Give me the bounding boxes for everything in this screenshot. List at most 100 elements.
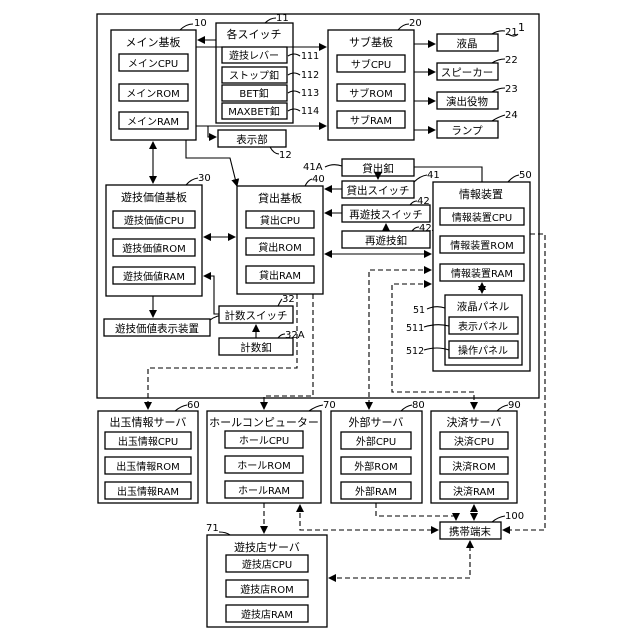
output-server-rom-label: 出玉情報ROM [116,460,179,473]
main-board-ref: 10 [194,18,207,29]
sub-ram-label: サブRAM [350,114,392,127]
output-server-cpu-label: 出玉情報CPU [118,435,178,448]
effect-device-label: 演出役物 [446,95,488,108]
maxbet-button-ref: 114 [301,106,319,117]
operation-panel-ref: 512 [406,346,424,357]
lamp-label: ランプ [451,125,483,137]
lending-board-ref: 40 [312,174,325,185]
operation-panel-label: 操作パネル [458,344,508,357]
output-server-ref: 60 [187,400,200,411]
lending-ram-label: 貸出RAM [259,269,301,282]
info-device-cpu-label: 情報装置CPU [452,211,512,224]
display-panel-label: 表示パネル [458,320,508,333]
lending-rom-label: 貸出ROM [258,241,301,254]
external-ram-label: 外部RAM [355,485,397,498]
lcd-ref: 21 [505,27,518,38]
store-cpu-label: 遊技店CPU [242,558,292,571]
game-value-cpu-label: 遊技価値CPU [124,214,184,227]
store-ram-label: 遊技店RAM [241,608,293,621]
lcd-panel-ref: 51 [413,305,425,316]
hall-computer-title: ホールコンピューター [209,416,319,429]
store-server-title: 遊技店サーバ [234,540,300,554]
payment-ram-label: 決済RAM [453,485,495,498]
maxbet-button-label: MAXBET釦 [228,105,280,118]
output-server-ram-label: 出玉情報RAM [117,485,179,498]
hall-computer-ref: 70 [323,400,336,411]
game-value-display-label: 遊技価値表示装置 [115,322,199,335]
replay-button-label: 再遊技釦 [365,234,407,247]
info-device-ref: 50 [519,170,532,181]
bet-button-label: BET釦 [239,87,268,100]
store-server: 遊技店サーバ 遊技店CPU 遊技店ROM 遊技店RAM [207,535,327,627]
speaker-ref: 22 [505,55,518,66]
count-switch-ref: 32 [282,294,295,305]
game-lever-ref: 111 [301,51,319,62]
sub-cpu-label: サブCPU [351,58,391,71]
payment-server-ref: 90 [508,400,521,411]
replay-switch-label: 再遊技スイッチ [349,208,423,221]
output-server-title: 出玉情報サーバ [110,415,187,429]
main-board: メイン基板 メインCPU メインROM メインRAM [111,30,196,140]
payment-cpu-label: 決済CPU [454,435,494,448]
game-value-board-ref: 30 [198,173,211,184]
payment-server-title: 決済サーバ [447,415,502,429]
payment-rom-label: 決済ROM [452,460,495,473]
game-lever-label: 遊技レバー [229,49,279,62]
output-info-server: 出玉情報サーバ 出玉情報CPU 出玉情報ROM 出玉情報RAM [98,411,198,503]
switch-group-title: 各スイッチ [227,27,282,41]
main-rom-label: メインROM [126,89,179,100]
hall-rom-label: ホールROM [237,460,290,472]
mobile-terminal-label: 携帯端末 [449,525,491,538]
external-cpu-label: 外部CPU [356,435,396,448]
game-value-rom-label: 遊技価値ROM [122,242,185,255]
count-button-ref: 32A [285,330,305,341]
info-device: 情報装置 情報装置CPU 情報装置ROM 情報装置RAM 液晶パネル 表示パネル… [433,182,530,371]
store-rom-label: 遊技店ROM [240,583,293,596]
external-server: 外部サーバ 外部CPU 外部ROM 外部RAM [331,411,422,503]
lamp-ref: 24 [505,110,518,121]
lending-button-ref: 41A [303,162,323,173]
lending-switch-ref: 41 [427,170,440,181]
effect-device-ref: 23 [505,84,518,95]
store-server-ref: 71 [206,523,219,534]
payment-server: 決済サーバ 決済CPU 決済ROM 決済RAM [431,411,517,503]
bet-button-ref: 113 [301,88,319,99]
game-value-ram-label: 遊技価値RAM [123,270,185,283]
lcd-label: 液晶 [457,37,478,50]
switch-group-ref: 11 [276,13,289,24]
info-device-ram-label: 情報装置RAM [451,267,513,280]
lending-switch-label: 貸出スイッチ [347,184,410,197]
sub-board-title: サブ基板 [349,35,393,49]
lcd-panel-title: 液晶パネル [457,300,510,313]
switch-group: 各スイッチ 遊技レバー ストップ釦 BET釦 MAXBET釦 [216,23,293,123]
lending-board-title: 貸出基板 [258,191,302,205]
lending-cpu-label: 貸出CPU [260,214,300,227]
game-value-board-title: 遊技価値基板 [121,190,187,204]
external-server-ref: 80 [412,400,425,411]
hall-cpu-label: ホールCPU [239,435,289,447]
count-button-label: 計数釦 [240,341,272,354]
info-device-rom-label: 情報装置ROM [450,239,513,252]
external-rom-label: 外部ROM [354,460,397,473]
mobile-terminal-ref: 100 [505,511,524,522]
sub-rom-label: サブROM [349,87,392,100]
system-ref: 1 [518,21,525,34]
info-device-title: 情報装置 [459,188,503,201]
main-cpu-label: メインCPU [128,59,178,70]
speaker-label: スピーカー [441,67,494,79]
stop-button-label: ストップ釦 [229,69,279,82]
main-ram-label: メインRAM [127,117,179,128]
hall-computer: ホールコンピューター ホールCPU ホールROM ホールRAM [207,411,321,503]
display-unit-label: 表示部 [236,133,268,146]
count-switch-label: 計数スイッチ [225,309,288,322]
sub-board-ref: 20 [409,18,422,29]
stop-button-ref: 112 [301,70,319,81]
lending-button-label: 貸出釦 [362,162,394,175]
external-server-title: 外部サーバ [349,415,404,429]
main-board-title: メイン基板 [126,35,181,49]
display-panel-ref: 511 [406,323,424,334]
sub-board: サブ基板 サブCPU サブROM サブRAM [328,30,414,140]
display-unit-ref: 12 [279,150,292,161]
